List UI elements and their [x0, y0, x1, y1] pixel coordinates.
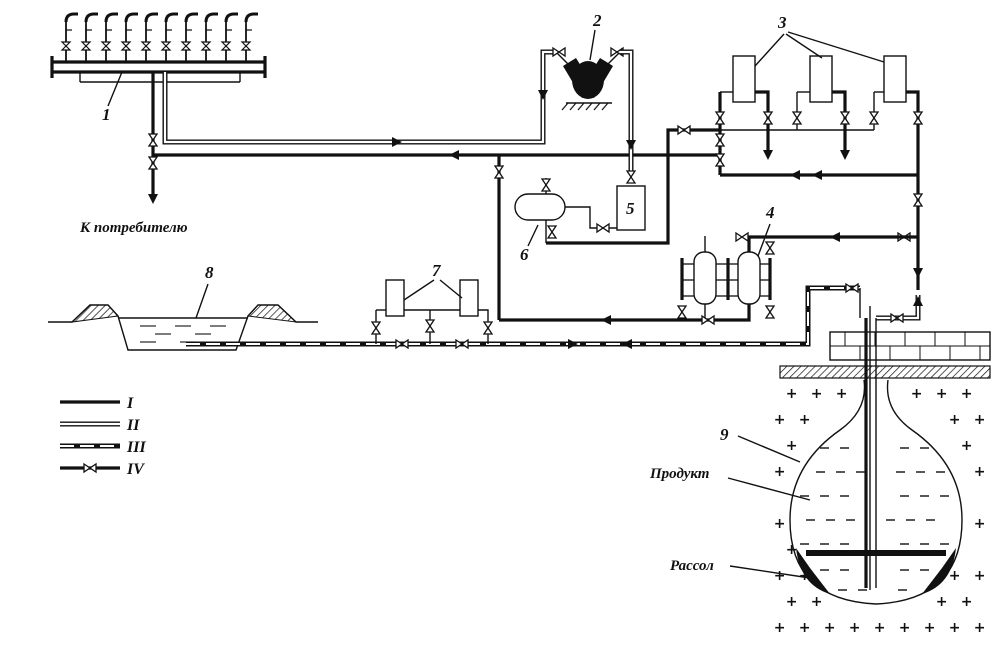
salt-plus: +: [961, 386, 973, 402]
rack-nozzle: [60, 12, 78, 62]
rack-nozzle: [240, 12, 258, 62]
label-9: 9: [720, 425, 729, 444]
label-consumer: К потребителю: [79, 220, 188, 236]
salt-plus: +: [824, 620, 836, 636]
salt-plus: +: [949, 568, 961, 584]
salt-plus: +: [786, 542, 798, 558]
salt-plus: +: [974, 620, 986, 636]
salt-plus: +: [899, 620, 911, 636]
label-8: 8: [205, 263, 214, 282]
leader-1: [107, 71, 123, 107]
storage-tanks: [715, 55, 923, 192]
main-supply-line: [153, 150, 720, 325]
salt-plus: +: [774, 568, 786, 584]
consumer-line: [148, 72, 158, 204]
salt-plus: +: [949, 412, 961, 428]
label-brine: Рассол: [670, 558, 714, 574]
separator-5: [616, 185, 646, 231]
legend-label-2: II: [126, 417, 140, 434]
salt-plus: +: [949, 620, 961, 636]
leader-6: [527, 224, 539, 247]
legend-label-1: I: [126, 395, 134, 412]
salt-plus: +: [774, 620, 786, 636]
salt-plus: +: [774, 464, 786, 480]
leader-9: [737, 435, 801, 463]
salt-plus: +: [961, 594, 973, 610]
leader-3: [754, 31, 885, 67]
rack-nozzle: [180, 12, 198, 62]
salt-plus: +: [774, 412, 786, 428]
rack-nozzle: [140, 12, 158, 62]
label-1: 1: [102, 105, 111, 124]
loading-rack: [50, 12, 267, 83]
right-riser: [876, 192, 923, 323]
label-3: 3: [777, 13, 787, 32]
salt-plus: +: [774, 516, 786, 532]
label-5: 5: [626, 199, 635, 218]
vessel-6: [514, 125, 720, 245]
label-2: 2: [592, 11, 602, 30]
heat-exchangers: [677, 232, 918, 325]
pump: [552, 47, 624, 111]
rack-nozzle: [80, 12, 98, 62]
salt-plus: +: [974, 412, 986, 428]
salt-plus: +: [874, 620, 886, 636]
brine-pond: [48, 304, 318, 351]
label-6: 6: [520, 245, 529, 264]
rack-nozzle: [220, 12, 238, 62]
salt-plus: +: [786, 386, 798, 402]
salt-plus: +: [974, 568, 986, 584]
rack-nozzle: [120, 12, 138, 62]
salt-rock: ++++++++++++++++++++++++++++++++++: [774, 386, 986, 636]
pump-to-5: [620, 49, 636, 184]
salt-plus: +: [911, 386, 923, 402]
salt-plus: +: [811, 386, 823, 402]
legend-label-3: III: [126, 439, 146, 456]
salt-plus: +: [799, 412, 811, 428]
leader-7: [403, 279, 463, 301]
salt-plus: +: [961, 438, 973, 454]
salt-plus: +: [974, 516, 986, 532]
salt-plus: +: [836, 386, 848, 402]
rack-nozzle: [160, 12, 178, 62]
salt-plus: +: [924, 620, 936, 636]
label-4: 4: [765, 203, 775, 222]
legend: I II III IV: [60, 395, 146, 478]
leader-product: [727, 477, 811, 501]
leader-4: [757, 223, 771, 257]
rack-nozzle: [200, 12, 218, 62]
legend-label-4: IV: [126, 461, 145, 478]
salt-plus: +: [786, 594, 798, 610]
salt-plus: +: [799, 568, 811, 584]
salt-plus: +: [849, 620, 861, 636]
salt-plus: +: [786, 438, 798, 454]
salt-plus: +: [936, 386, 948, 402]
salt-plus: +: [936, 594, 948, 610]
salt-plus: +: [811, 594, 823, 610]
label-7: 7: [432, 261, 442, 280]
tanks-7: [371, 279, 493, 344]
underground-reservoir: [779, 306, 991, 605]
return-line-double: [162, 49, 556, 147]
salt-plus: +: [799, 620, 811, 636]
salt-plus: +: [974, 464, 986, 480]
brine-line-dashed: [186, 283, 861, 349]
leader-8: [195, 283, 209, 319]
leader-2: [589, 29, 596, 61]
label-product: Продукт: [649, 466, 709, 482]
rack-nozzle: [100, 12, 118, 62]
leader-brine: [729, 565, 811, 579]
